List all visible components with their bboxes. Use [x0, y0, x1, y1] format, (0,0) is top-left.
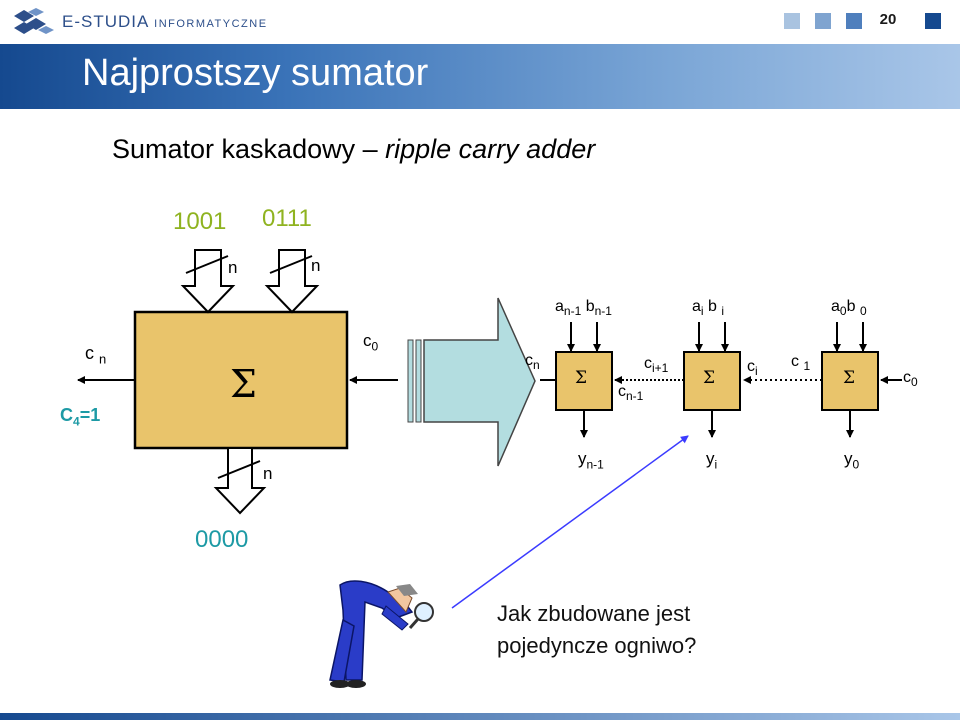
- input-a-bus-slash: [185, 255, 229, 274]
- input-a-arrow: [180, 249, 236, 314]
- chain-cell-i: [683, 351, 741, 411]
- chain-cell-n-1: [555, 351, 613, 411]
- carry-n-1-label: cn-1: [618, 383, 644, 404]
- main-sigma: Σ: [230, 362, 257, 406]
- carry-in-label: c0: [363, 331, 379, 354]
- carry-out-value: C4=1: [60, 405, 101, 429]
- cell-0-inputs-label: a0b 0: [831, 298, 867, 319]
- slide-subtitle: Sumator kaskadowy – ripple carry adder: [112, 134, 595, 165]
- cell-i-output-label: yi: [706, 449, 718, 472]
- input-b-bus-slash: [269, 255, 313, 274]
- question-text: Jak zbudowane jest pojedyncze ogniwo?: [497, 598, 696, 662]
- question-line-1: Jak zbudowane jest: [497, 601, 691, 626]
- cell-0-output-label: y0: [844, 449, 860, 472]
- cell-n-1-inputs-label: an-1 bn-1: [555, 298, 612, 319]
- subtitle-italic: ripple carry adder: [385, 134, 596, 164]
- bottom-bar: [0, 713, 960, 720]
- input-b-arrow: [264, 249, 320, 314]
- cell-i-sigma: Σ: [703, 368, 716, 388]
- cell-n-1-sigma: Σ: [575, 368, 588, 388]
- logo-main: E-STUDIA: [62, 12, 149, 31]
- carry-i-label: ci: [747, 358, 758, 379]
- subtitle-plain: Sumator kaskadowy –: [112, 134, 386, 164]
- input-a-width-label: n: [228, 258, 238, 277]
- input-b-value: 0111: [262, 205, 312, 232]
- carry-n-label: cn: [525, 352, 540, 373]
- expansion-arrow: [407, 297, 536, 467]
- detective-clipart: [329, 580, 434, 688]
- nav-square-2: [815, 13, 831, 29]
- input-a-value: 1001: [173, 208, 227, 235]
- logo: [10, 6, 58, 40]
- page-number: 20: [879, 11, 897, 28]
- cell-0-sigma: Σ: [843, 368, 856, 388]
- cell-n-1-output-label: yn-1: [578, 449, 604, 472]
- carry-0-label: c0: [903, 369, 918, 390]
- carry-1-label: c 1: [791, 353, 811, 374]
- chain-cell-0: [821, 351, 879, 411]
- output-width-label: n: [263, 464, 273, 483]
- output-bus-slash: [217, 460, 261, 479]
- title-bar: [0, 44, 960, 109]
- question-line-2: pojedyncze ogniwo?: [497, 633, 697, 658]
- nav-square-3: [846, 13, 862, 29]
- logo-icon: [14, 8, 54, 34]
- carry-i+1-label: ci+1: [644, 355, 669, 376]
- output-arrow: [213, 447, 267, 515]
- input-b-width-label: n: [311, 256, 321, 275]
- pointer-line: [451, 435, 689, 609]
- cell-i-inputs-label: ai b i: [692, 298, 725, 319]
- main-adder-block: [133, 310, 349, 450]
- slide-title: Najprostszy sumator: [82, 52, 429, 94]
- logo-sub: INFORMATYCZNE: [154, 18, 268, 30]
- nav-square-1: [784, 13, 800, 29]
- logo-text: E-STUDIA INFORMATYCZNE: [62, 12, 268, 32]
- carry-out-label: c n: [85, 343, 107, 367]
- output-value: 0000: [195, 526, 249, 553]
- nav-square-4: [925, 13, 941, 29]
